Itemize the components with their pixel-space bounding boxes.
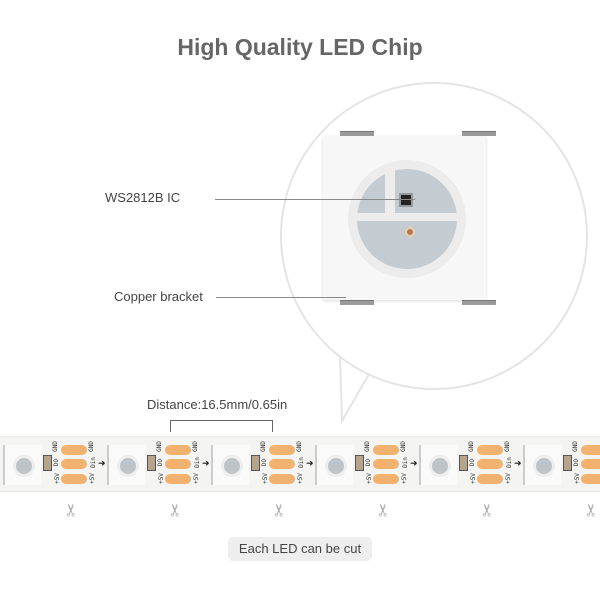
pin-label-5v: +5V — [469, 473, 477, 484]
ic-pointer-line — [215, 199, 415, 200]
scissors-icon: ✂ — [270, 502, 290, 518]
pin-label-din: Din — [297, 457, 305, 468]
bracket-gap — [355, 213, 459, 221]
pin-label-5v: +5V — [365, 473, 373, 484]
pin-label-din: Din — [505, 457, 513, 468]
solder-pad — [165, 445, 191, 455]
solder-pad — [373, 445, 399, 455]
solder-pad — [165, 459, 191, 469]
pin-label-din: Din — [89, 457, 97, 468]
solder-pad — [269, 445, 295, 455]
pin-label-gnd: GND — [503, 441, 511, 452]
bracket-gap — [385, 167, 395, 219]
scissors-icon: ✂ — [582, 502, 600, 518]
scissors-icon: ✂ — [478, 502, 498, 518]
pin-label-5v: +5V — [261, 473, 269, 484]
capacitor — [43, 455, 52, 471]
pin-label-do: DO — [53, 458, 61, 467]
led-lens — [117, 455, 139, 477]
pin-label-5v: +5V — [400, 473, 408, 484]
led-module — [419, 445, 457, 485]
led-lens — [325, 455, 347, 477]
solder-pad — [373, 459, 399, 469]
capacitor — [147, 455, 156, 471]
bracket-label: Copper bracket — [114, 289, 203, 304]
led-module — [315, 445, 353, 485]
pin-label-gnd: GND — [399, 441, 407, 452]
ic-die — [399, 193, 413, 207]
capacitor — [459, 455, 468, 471]
scissors-icon: ✂ — [374, 502, 394, 518]
solder-pad — [61, 474, 87, 484]
pin-label-gnd: GND — [191, 441, 199, 452]
solder-pad — [581, 474, 600, 484]
solder-pad — [61, 445, 87, 455]
ic-label: WS2812B IC — [105, 190, 181, 205]
chip-lead — [462, 300, 496, 305]
cut-note: Each LED can be cut — [228, 537, 372, 561]
led-lens — [533, 455, 555, 477]
page-title: High Quality LED Chip — [177, 34, 423, 60]
pin-label-gnd: GND — [295, 441, 303, 452]
pin-label-5v: +5V — [192, 473, 200, 484]
pin-label-gnd: GND — [363, 441, 371, 452]
pin-label-5v: +5V — [573, 473, 581, 484]
solder-pad — [269, 459, 295, 469]
led-lens — [13, 455, 35, 477]
solder-pad — [477, 459, 503, 469]
pin-label-do: DO — [365, 458, 373, 467]
pin-label-5v: +5V — [296, 473, 304, 484]
solder-pad — [581, 445, 600, 455]
solder-pad — [373, 474, 399, 484]
scissors-icon: ✂ — [166, 502, 186, 518]
pin-label-gnd: GND — [571, 441, 579, 452]
pin-label-gnd: GND — [51, 441, 59, 452]
pin-label-gnd: GND — [467, 441, 475, 452]
pin-label-5v: +5V — [53, 473, 61, 484]
scissors-icon: ✂ — [62, 502, 82, 518]
pin-label-do: DO — [469, 458, 477, 467]
solder-pad — [581, 459, 600, 469]
pin-label-din: Din — [193, 457, 201, 468]
pin-label-gnd: GND — [259, 441, 267, 452]
pin-label-do: DO — [261, 458, 269, 467]
solder-pad — [477, 474, 503, 484]
led-module — [3, 445, 41, 485]
capacitor — [355, 455, 364, 471]
bracket-pointer-line — [216, 297, 346, 298]
led-module — [107, 445, 145, 485]
pin-label-do: DO — [157, 458, 165, 467]
pin-label-5v: +5V — [157, 473, 165, 484]
distance-bracket — [170, 420, 273, 432]
data-arrow-icon: ➜ — [306, 458, 314, 468]
pin-label-gnd: GND — [155, 441, 163, 452]
pin-label-5v: +5V — [504, 473, 512, 484]
capacitor — [563, 455, 572, 471]
pin-label-do: DO — [573, 458, 581, 467]
data-arrow-icon: ➜ — [202, 458, 210, 468]
pin-label-5v: +5V — [88, 473, 96, 484]
led-die — [405, 227, 415, 237]
chip-lead — [462, 131, 496, 136]
data-arrow-icon: ➜ — [98, 458, 106, 468]
solder-pad — [477, 445, 503, 455]
led-lens — [221, 455, 243, 477]
data-arrow-icon: ➜ — [410, 458, 418, 468]
chip-lead — [340, 131, 374, 136]
capacitor — [251, 455, 260, 471]
chip-lead — [340, 300, 374, 305]
led-lens — [429, 455, 451, 477]
chip-lens — [348, 160, 466, 278]
led-module — [523, 445, 561, 485]
distance-label: Distance:16.5mm/0.65in — [147, 397, 288, 412]
pin-label-gnd: GND — [87, 441, 95, 452]
pin-label-din: Din — [401, 457, 409, 468]
solder-pad — [165, 474, 191, 484]
solder-pad — [61, 459, 87, 469]
data-arrow-icon: ➜ — [514, 458, 522, 468]
solder-pad — [269, 474, 295, 484]
led-module — [211, 445, 249, 485]
